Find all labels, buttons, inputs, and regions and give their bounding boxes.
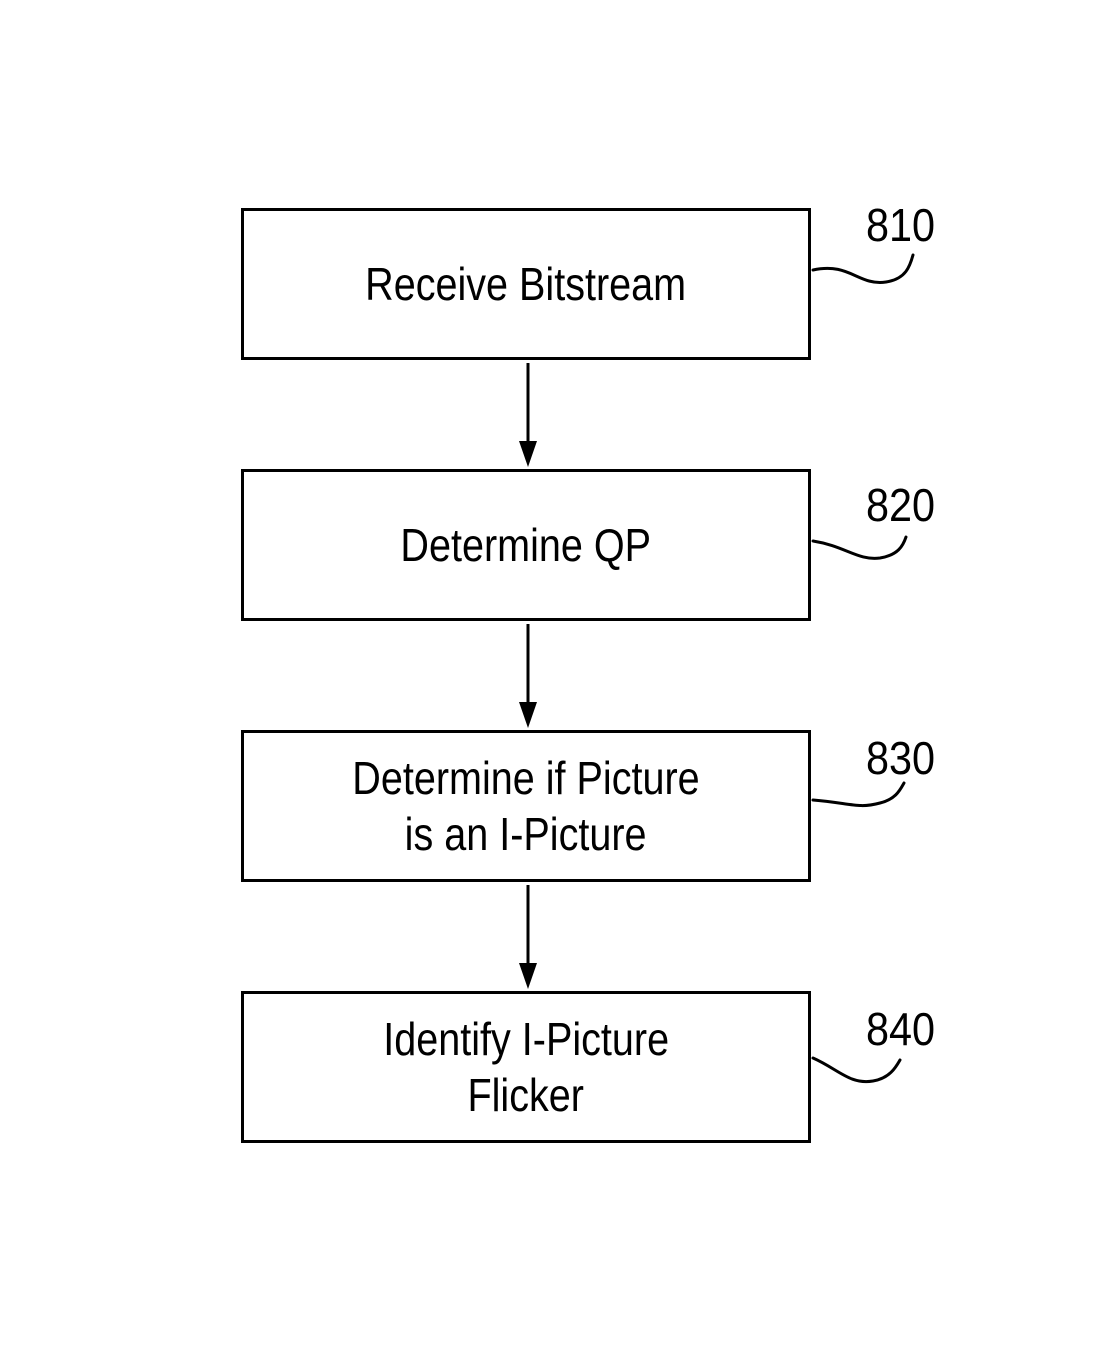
arrowhead-810-to-820 (519, 441, 537, 467)
step-label: Receive Bitstream (366, 256, 687, 312)
reference-numeral: 840 (866, 1004, 935, 1054)
arrowhead-820-to-830 (519, 702, 537, 728)
step-box-determine-i-picture: Determine if Picture is an I-Picture (241, 730, 811, 882)
step-label-line-2: is an I-Picture (405, 806, 647, 862)
reference-numeral: 810 (866, 200, 935, 250)
step-box-determine-qp: Determine QP (241, 469, 811, 621)
leader-840 (813, 1058, 900, 1082)
reference-numeral: 830 (866, 733, 935, 783)
leader-830 (813, 783, 904, 806)
leader-810 (813, 255, 913, 282)
step-label-line-1: Identify I-Picture (383, 1011, 669, 1067)
step-label-line-2: Flicker (468, 1067, 584, 1123)
step-box-receive-bitstream: Receive Bitstream (241, 208, 811, 360)
leader-820 (813, 537, 906, 558)
reference-numeral: 820 (866, 480, 935, 530)
arrowhead-830-to-840 (519, 963, 537, 989)
step-box-identify-flicker: Identify I-Picture Flicker (241, 991, 811, 1143)
step-label-line-1: Determine if Picture (352, 750, 699, 806)
step-label: Determine QP (401, 517, 652, 573)
